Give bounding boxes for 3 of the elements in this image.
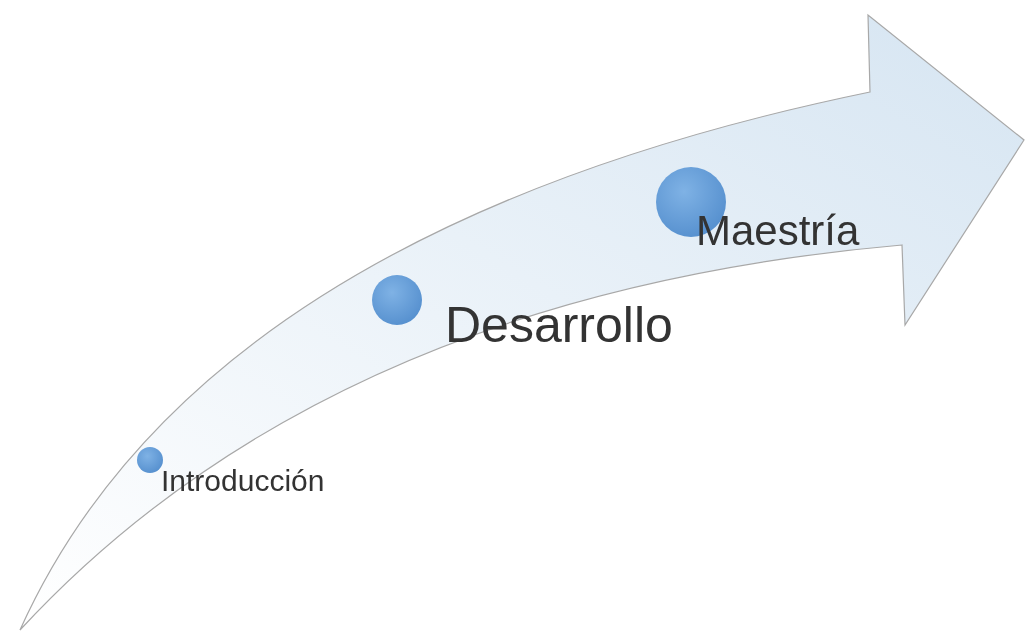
stage-label: Maestría [696,210,860,252]
stage-label: Desarrollo [445,300,673,350]
stage-label: Introducción [161,466,325,496]
